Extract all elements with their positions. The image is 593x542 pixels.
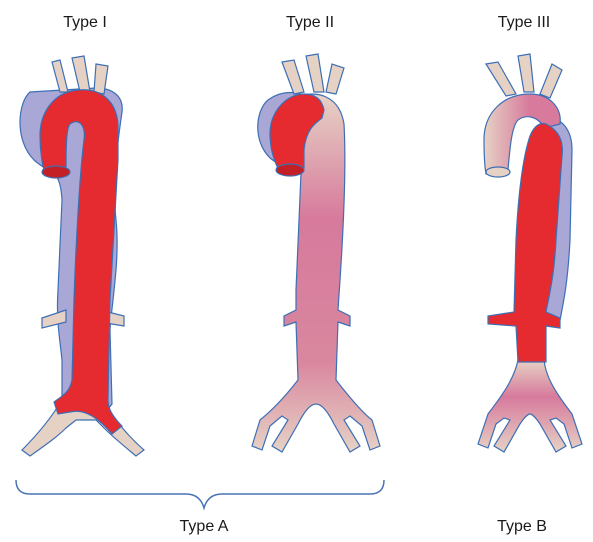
type-a-brace: [16, 480, 384, 508]
type-b-label: Type B: [497, 518, 547, 536]
type-1-aorta: [20, 56, 144, 456]
type-3-aorta: [478, 54, 582, 452]
type-3-branch-vessels: [486, 54, 562, 98]
type-1-ascending-opening: [42, 166, 70, 178]
type-1-branch-vessels: [52, 56, 108, 94]
type-2-branch-vessels: [282, 54, 344, 94]
type-2-label: Type II: [286, 14, 334, 32]
type-1-label: Type I: [63, 14, 107, 32]
type-3-label: Type III: [498, 14, 550, 32]
type-3-iliac-branches: [478, 360, 582, 452]
type-3-ascending-opening: [486, 167, 510, 177]
type-a-label: Type A: [180, 518, 229, 536]
type-2-ascending-opening: [276, 164, 304, 176]
type-2-aorta: [252, 54, 380, 452]
